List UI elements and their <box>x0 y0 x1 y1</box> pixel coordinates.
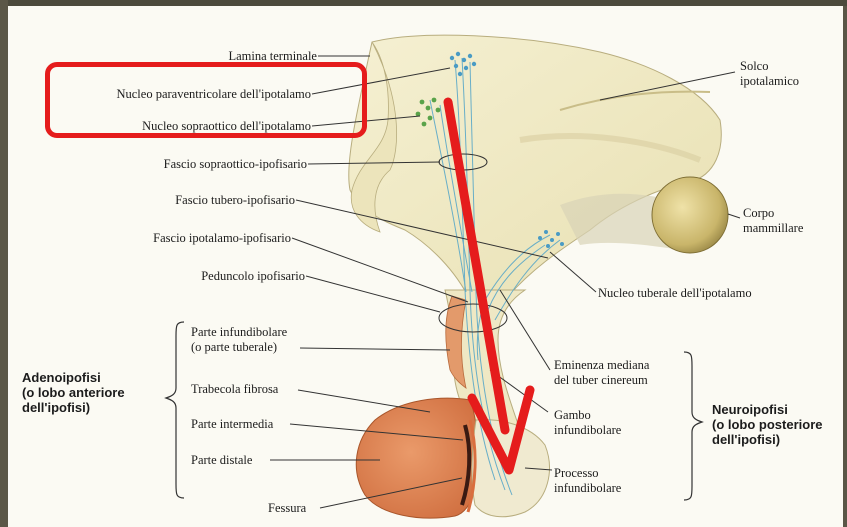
label-processo-line2: infundibolare <box>554 481 621 496</box>
neuro-title: Neuroipofisi <box>712 402 823 417</box>
group-neuroipofisi: Neuroipofisi (o lobo posteriore dell'ipo… <box>712 402 823 447</box>
label-gambo-infundibolare: Gambo infundibolare <box>554 408 621 438</box>
label-fascio-tubero: Fascio tubero-ipofisario <box>175 193 295 208</box>
neuro-brace <box>684 352 702 500</box>
label-eminenza-line2: del tuber cinereum <box>554 373 649 388</box>
label-parte-infundibolare: Parte infundibolare (o parte tuberale) <box>191 325 287 355</box>
label-solco-ipotalamico: Solco ipotalamico <box>740 59 799 89</box>
label-processo-line1: Processo <box>554 466 621 481</box>
label-nucleo-tuberale: Nucleo tuberale dell'ipotalamo <box>598 286 752 301</box>
label-solco-line2: ipotalamico <box>740 74 799 89</box>
label-nucleo-paraventricolare: Nucleo paraventricolare dell'ipotalamo <box>116 87 311 102</box>
label-nucleo-sopraottico: Nucleo sopraottico dell'ipotalamo <box>142 119 311 134</box>
label-gambo-line1: Gambo <box>554 408 621 423</box>
group-adenoipofisi: Adenoipofisi (o lobo anteriore dell'ipof… <box>22 370 125 415</box>
label-fascio-ipotalamo: Fascio ipotalamo-ipofisario <box>153 231 291 246</box>
label-corpo-line2: mammillare <box>743 221 803 236</box>
label-eminenza-line1: Eminenza mediana <box>554 358 649 373</box>
label-gambo-line2: infundibolare <box>554 423 621 438</box>
label-corpo-line1: Corpo <box>743 206 803 221</box>
label-parte-intermedia: Parte intermedia <box>191 417 273 432</box>
label-processo-infundibolare: Processo infundibolare <box>554 466 621 496</box>
adeno-subtitle-1: (o lobo anteriore <box>22 385 125 400</box>
label-parte-infundibolare-line1: Parte infundibolare <box>191 325 287 340</box>
label-fessura: Fessura <box>268 501 306 516</box>
hypothalamus-tissue <box>349 35 722 300</box>
neuro-subtitle-1: (o lobo posteriore <box>712 417 823 432</box>
label-trabecola: Trabecola fibrosa <box>191 382 278 397</box>
label-lamina-terminale: Lamina terminale <box>228 49 317 64</box>
label-corpo-mammillare: Corpo mammillare <box>743 206 803 236</box>
neuro-subtitle-2: dell'ipofisi) <box>712 432 823 447</box>
pars-distalis <box>356 398 478 518</box>
corpo-mammillare <box>652 177 728 253</box>
label-parte-distale: Parte distale <box>191 453 252 468</box>
adeno-title: Adenoipofisi <box>22 370 125 385</box>
label-peduncolo: Peduncolo ipofisario <box>201 269 305 284</box>
adeno-subtitle-2: dell'ipofisi) <box>22 400 125 415</box>
label-parte-infundibolare-line2: (o parte tuberale) <box>191 340 287 355</box>
label-fascio-sopraottico: Fascio sopraottico-ipofisario <box>164 157 307 172</box>
adeno-brace <box>166 322 184 498</box>
label-solco-line1: Solco <box>740 59 799 74</box>
label-eminenza-mediana: Eminenza mediana del tuber cinereum <box>554 358 649 388</box>
